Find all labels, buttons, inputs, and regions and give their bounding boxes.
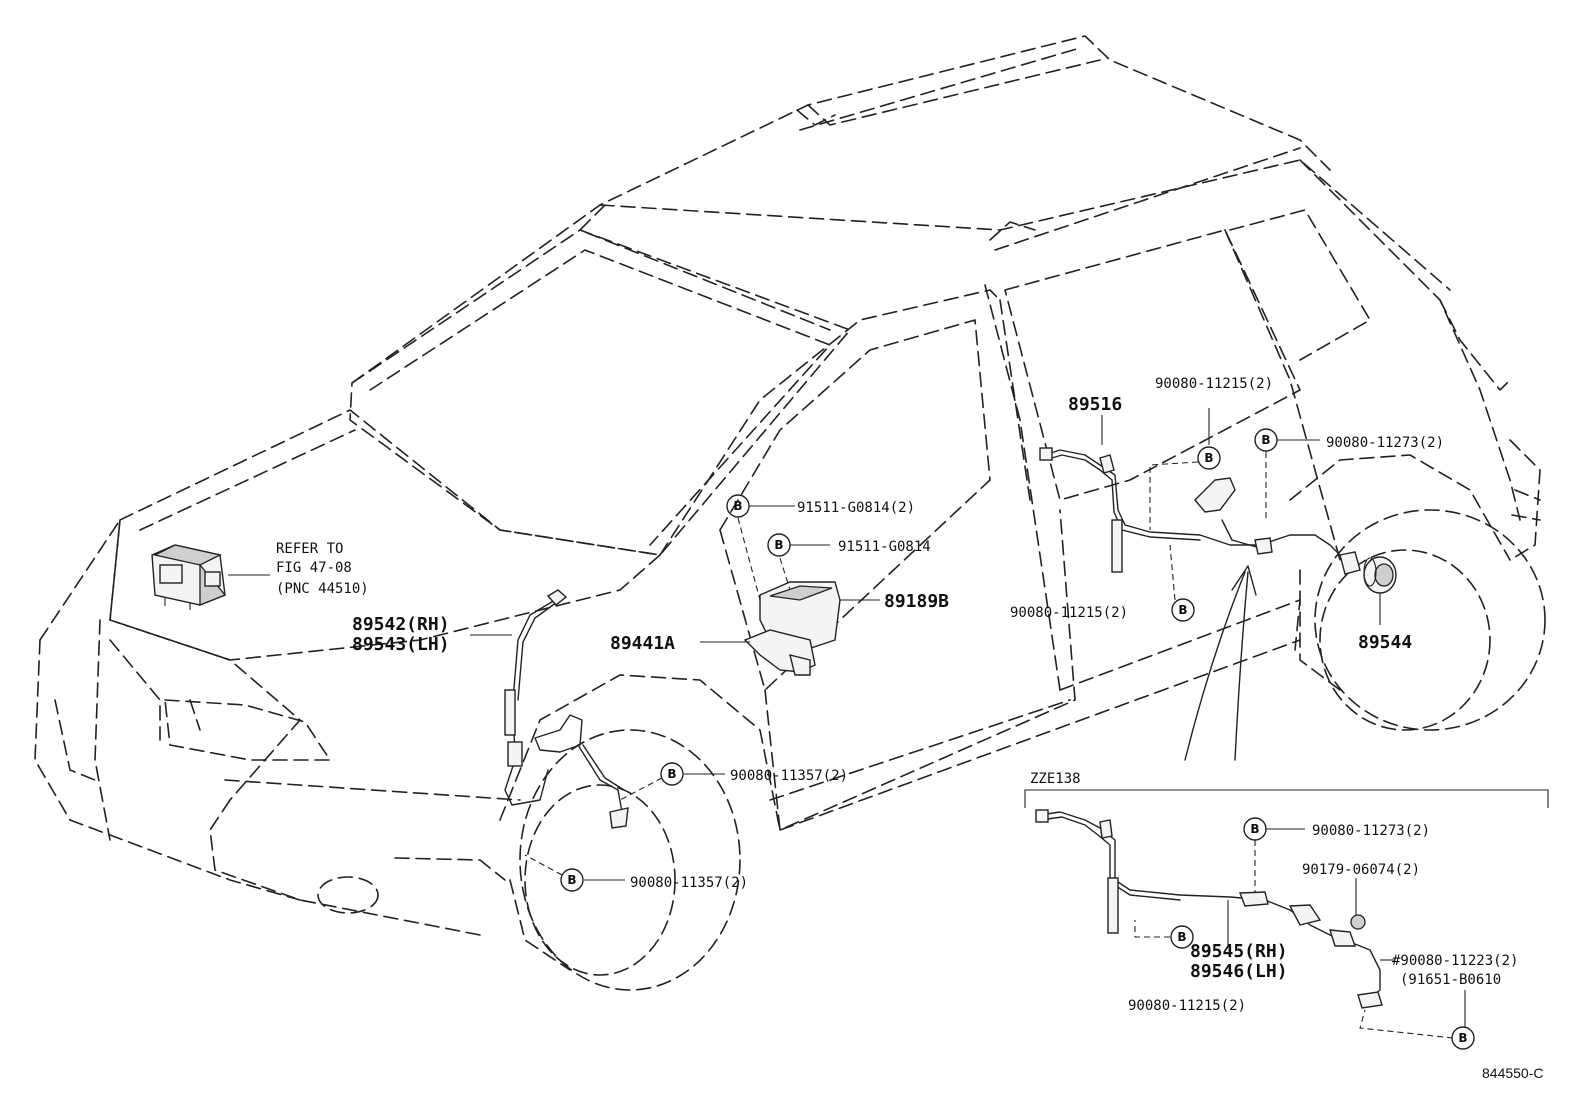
label-91511-g0814-2: 91511-G0814(2)	[797, 500, 915, 516]
label-90179-06074: 90179-06074(2)	[1302, 862, 1420, 878]
badge-b: B	[560, 868, 584, 892]
label-90080-11273-top: 90080-11273(2)	[1326, 435, 1444, 451]
rear-speed-sensor-harness	[1039, 415, 1361, 575]
badge-b: B	[660, 762, 684, 786]
label-91651-b0610: (91651-B0610	[1400, 972, 1501, 988]
svg-text:B: B	[1178, 603, 1187, 617]
label-90080-11273-inset: 90080-11273(2)	[1312, 823, 1430, 839]
abs-actuator	[151, 544, 270, 610]
abs-note-line-3: (PNC 44510)	[276, 581, 369, 597]
label-89546: 89546(LH)	[1190, 961, 1288, 982]
svg-text:B: B	[1250, 822, 1259, 836]
svg-text:B: B	[1458, 1031, 1467, 1045]
rear-sensor-rotor	[1363, 556, 1397, 625]
svg-text:B: B	[1177, 930, 1186, 944]
svg-text:B: B	[774, 538, 783, 552]
label-89189b: 89189B	[884, 591, 949, 612]
label-89543: 89543(LH)	[352, 634, 450, 655]
badge-b: B	[1254, 428, 1278, 452]
part-labels: REFER TO FIG 47-08 (PNC 44510) 89516 900…	[276, 376, 1544, 1081]
figure-number: 844550-C	[1482, 1065, 1544, 1081]
label-90080-11215-inset: 90080-11215(2)	[1128, 998, 1246, 1014]
svg-text:B: B	[567, 873, 576, 887]
detail-arrow	[1184, 565, 1257, 761]
label-90080-11357-a: 90080-11357(2)	[730, 768, 848, 784]
inset-zze138	[1024, 789, 1549, 1039]
label-89516: 89516	[1068, 394, 1122, 415]
abs-note-line-1: REFER TO	[276, 541, 343, 557]
label-90080-11215-mid: 90080-11215(2)	[1010, 605, 1128, 621]
label-91511-g0814: 91511-G0814	[838, 539, 931, 555]
badge-b: B	[1243, 817, 1267, 841]
svg-text:B: B	[667, 767, 676, 781]
label-89545: 89545(RH)	[1190, 941, 1288, 962]
svg-text:B: B	[733, 499, 742, 513]
badges: B B B B B B B B B B	[560, 428, 1475, 1050]
badge-b: B	[1171, 598, 1195, 622]
label-89441a: 89441A	[610, 633, 675, 654]
leader-lines	[524, 408, 1320, 881]
vehicle-outline	[34, 35, 1546, 991]
badge-b: B	[1197, 446, 1221, 470]
inset-title: ZZE138	[1030, 771, 1081, 787]
front-speed-sensor	[470, 589, 629, 829]
label-90080-11223: #90080-11223(2)	[1392, 953, 1518, 969]
badge-b: B	[726, 494, 750, 518]
badge-b: B	[767, 533, 791, 557]
svg-text:B: B	[1261, 433, 1270, 447]
abs-note-line-2: FIG 47-08	[276, 560, 352, 576]
svg-text:B: B	[1204, 451, 1213, 465]
yaw-rate-sensor	[700, 581, 880, 676]
label-89544: 89544	[1358, 632, 1412, 653]
label-90080-11215-top: 90080-11215(2)	[1155, 376, 1273, 392]
badge-b: B	[1170, 925, 1194, 949]
label-90080-11357-b: 90080-11357(2)	[630, 875, 748, 891]
badge-b: B	[1451, 1026, 1475, 1050]
label-89542: 89542(RH)	[352, 614, 450, 635]
